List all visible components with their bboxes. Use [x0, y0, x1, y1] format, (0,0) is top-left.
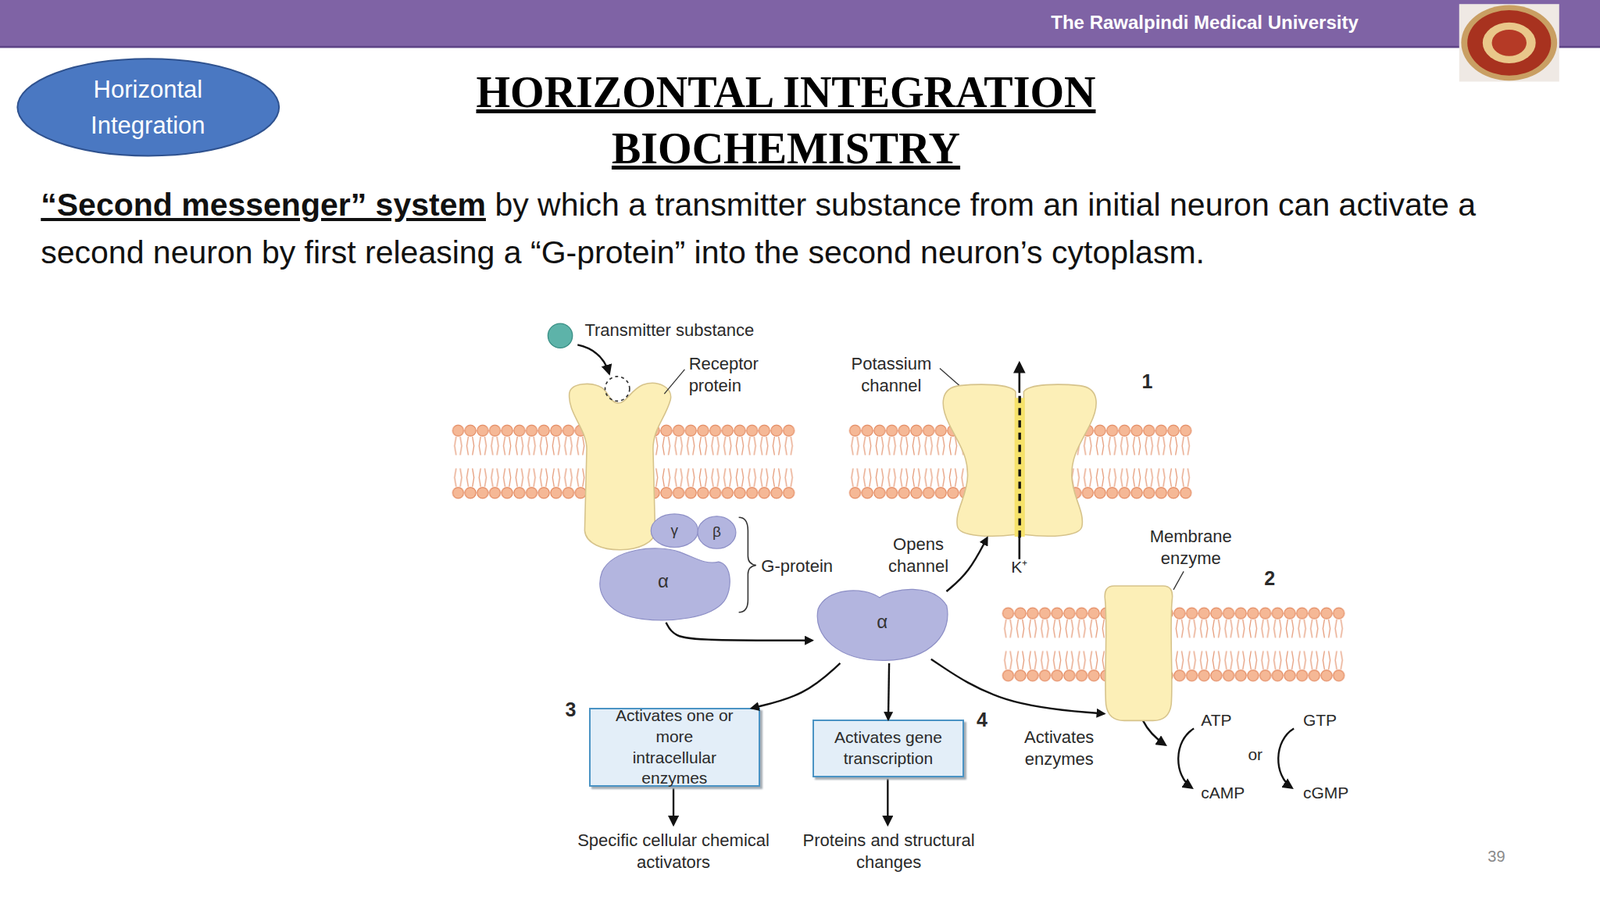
node-text: Horizontal Integration — [69, 71, 226, 144]
oval-outline — [17, 59, 279, 157]
shape-outline — [15, 57, 282, 158]
membrane-enzyme: Membrane enzyme — [1103, 585, 1174, 721]
leader-line — [1173, 571, 1184, 590]
ion-flow-arrow — [1018, 363, 1022, 393]
subunit-outline — [697, 515, 736, 548]
header-bar — [0, 0, 1600, 47]
subunit-outline — [650, 514, 698, 548]
page-number: 39 — [1487, 846, 1505, 867]
node-text: Potassium channel — [842, 353, 940, 397]
result-arrow — [672, 787, 675, 825]
node-text: Activates gene transcription — [833, 727, 943, 769]
result-arrow — [886, 778, 889, 825]
potassium-channel: Potassium channel — [939, 383, 1100, 538]
conjunction-label: or — [1247, 744, 1263, 766]
outcome-label: Proteins and structural changes — [792, 829, 986, 874]
key-term: “Second messenger” system — [40, 186, 486, 223]
callout-number: 3 — [565, 697, 577, 723]
free-alpha-subunit: α — [812, 581, 953, 663]
slide-title: HORIZONTAL INTEGRATION BIOCHEMISTRY — [410, 64, 1161, 177]
g-gamma-subunit: γ — [650, 513, 700, 548]
node-text: Membrane enzyme — [1139, 525, 1243, 570]
ion-label: K⁺ — [1010, 557, 1028, 579]
shape-outline — [1103, 585, 1174, 721]
callout-number: 2 — [1264, 566, 1275, 592]
outcome-label: Specific cellular chemical activators — [576, 829, 771, 874]
lipid-bilayer — [1002, 606, 1346, 683]
catalysis-arrow — [1142, 720, 1166, 745]
callout-number: 4 — [976, 707, 988, 733]
signal-arrow — [946, 537, 987, 592]
university-logo — [1459, 3, 1560, 82]
node-text: Activates one or more intracellular enzy… — [612, 705, 736, 790]
molecule-label: cAMP — [1200, 782, 1245, 804]
leader-line — [664, 369, 685, 394]
channel-half — [942, 384, 1016, 536]
logo-ring — [1460, 5, 1558, 82]
molecule-label: ATP — [1200, 710, 1232, 732]
callout-number: 1 — [1142, 369, 1154, 395]
node-text: α — [876, 610, 888, 634]
node-text: γ — [671, 521, 679, 540]
edge-label: Opens channel — [872, 533, 965, 578]
edge-label: Activates enzymes — [1007, 726, 1111, 771]
process-box: Activates gene transcription — [812, 719, 965, 778]
definition-text: by which a transmitter substance from an… — [40, 186, 1476, 271]
node-text: β — [712, 522, 722, 542]
logo-background — [1459, 3, 1560, 82]
membrane — [1002, 606, 1346, 683]
molecule-label: cGMP — [1303, 782, 1349, 804]
binding-site — [605, 376, 630, 401]
signal-arrow — [751, 663, 840, 708]
header-rule — [0, 46, 1600, 49]
part-label: Transmitter substance — [584, 319, 754, 342]
transmitter-molecule — [547, 323, 572, 348]
node-text: α — [657, 569, 669, 593]
university-name: The Rawalpindi Medical University — [1050, 10, 1358, 35]
channel-half — [1023, 384, 1097, 536]
g-alpha-subunit: α — [593, 540, 733, 622]
channel-pore — [1014, 397, 1025, 537]
ion-path — [1017, 396, 1021, 539]
intro-paragraph: “Second messenger” systemby which a tran… — [40, 181, 1572, 277]
logo-ring — [1467, 10, 1551, 76]
g-beta-subunit: β — [696, 515, 737, 550]
subunit-outline — [817, 589, 948, 661]
subunit-outline — [600, 548, 730, 621]
logo-center — [1492, 29, 1527, 57]
molecule-label: GTP — [1303, 710, 1337, 732]
logo-center — [1482, 22, 1536, 64]
conversion-arrow — [1178, 728, 1194, 789]
shape-outline — [939, 383, 1100, 538]
process-box: Activates one or more intracellular enzy… — [589, 707, 761, 787]
part-label: Receptor protein — [689, 353, 786, 397]
part-label: G-protein — [760, 555, 833, 578]
topic-oval: Horizontal Integration — [15, 57, 282, 158]
ion-flow-line — [1018, 536, 1022, 560]
binding-arrow — [577, 344, 609, 374]
g-protein-bracket — [739, 517, 757, 612]
enzyme-outline — [1104, 585, 1172, 721]
signal-arrow — [931, 659, 1104, 715]
signal-arrow — [666, 622, 813, 641]
signal-arrow — [888, 663, 890, 720]
conversion-arrow — [1278, 728, 1294, 789]
